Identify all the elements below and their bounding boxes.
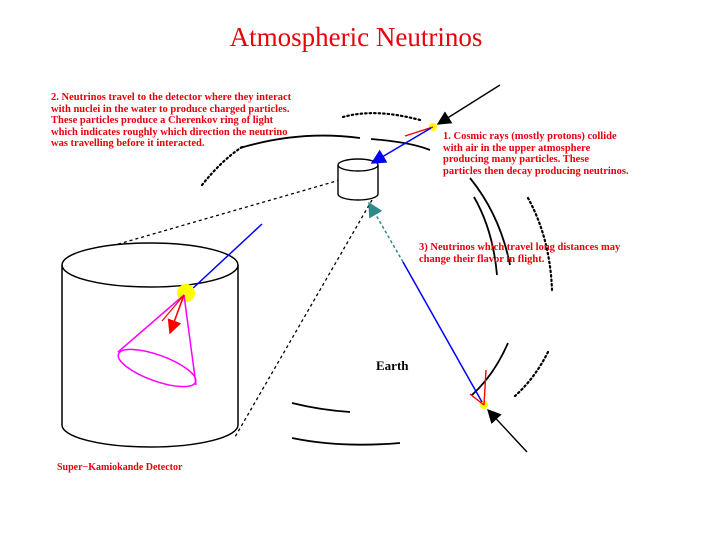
diagram-title: Atmospheric Neutrinos <box>229 22 483 52</box>
charged-particle-track-main <box>167 294 185 335</box>
small-detector-top <box>337 158 379 172</box>
atmosphere-arc-bottom <box>513 350 550 398</box>
magnification-line-lower <box>234 199 373 438</box>
neutrino-path-upward <box>402 261 483 403</box>
cherenkov-cone <box>117 294 197 388</box>
secondary-particle-bottom-side <box>469 393 485 406</box>
neutrino-into-detector <box>190 223 263 291</box>
atmosphere-boundary <box>200 112 554 398</box>
annotation-step-2: 2. Neutrinos travel to the detector wher… <box>51 92 292 149</box>
atmosphere-arc-right <box>526 196 554 292</box>
cherenkov-cone-side-left <box>117 294 185 353</box>
annotation-step-3: 3) Neutrinos which travel long distances… <box>419 242 621 265</box>
earth-arc-top <box>239 134 361 149</box>
atmosphere-arc-top <box>341 112 422 122</box>
earth-label: Earth <box>376 358 409 373</box>
secondary-particle-bottom-up <box>483 369 487 406</box>
earth-arc-right <box>469 177 511 266</box>
tank-body <box>61 265 239 448</box>
cherenkov-cone-side-right <box>183 294 197 386</box>
charged-particle-track-side <box>161 294 185 322</box>
super-kamiokande-tank <box>61 242 239 448</box>
earth-arc-right-inner <box>473 196 498 276</box>
cherenkov-ring <box>117 348 197 388</box>
earth-arc-bottom <box>291 402 351 413</box>
earth-arc-bottom-outer <box>291 437 401 446</box>
secondary-particle-top <box>404 126 434 137</box>
cosmic-ray-top <box>436 84 501 125</box>
annotation-step-1: 1. Cosmic rays (mostly protons) collide … <box>443 131 629 177</box>
small-detector-body <box>337 165 379 201</box>
small-detector-icon <box>337 158 379 201</box>
earth-arc-top-right <box>370 138 431 151</box>
atmosphere-arc-left <box>200 145 244 187</box>
oscillation-arrow <box>368 201 404 263</box>
neutrino-path-downward <box>370 127 432 164</box>
earth-arc-bottom-right <box>471 342 509 396</box>
detector-label: Super−Kamiokande Detector <box>57 462 183 473</box>
cosmic-ray-bottom <box>487 408 528 453</box>
tank-top <box>61 242 239 288</box>
